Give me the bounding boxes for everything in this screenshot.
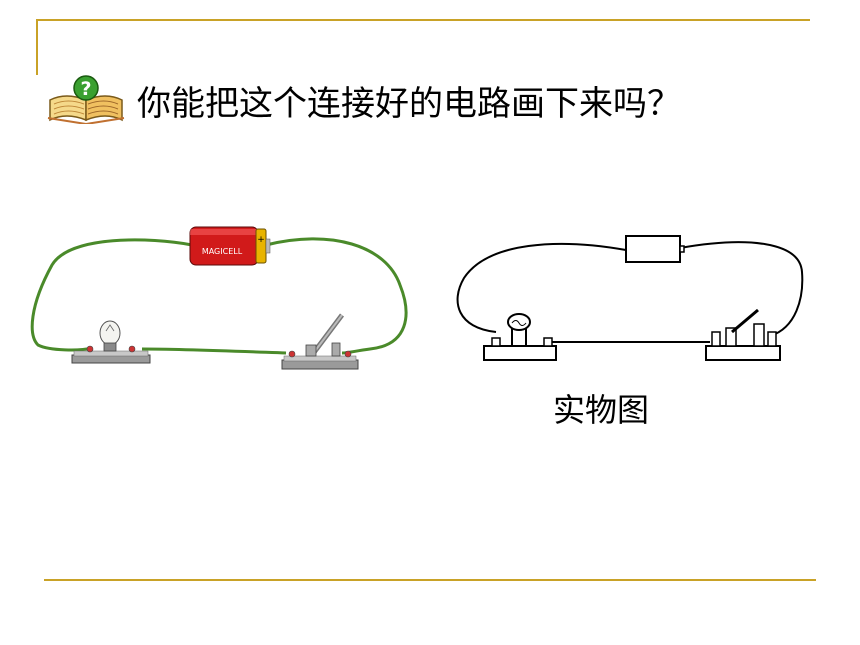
bottom-rule [44,579,816,581]
left-rule [36,19,38,75]
slide-title: 你能把这个连接好的电路画下来吗？ [137,84,681,124]
battery-plus-label: + [257,235,265,245]
wire-bottom [141,347,287,355]
svg-text:?: ? [80,78,91,100]
battery-outline [625,235,685,263]
figure-caption: 实物图 [553,391,650,429]
knife-switch [281,313,359,370]
battery-brand-label: MAGICELL [202,247,243,256]
book-question-icon: ? [47,75,125,124]
bulb-on-board [71,320,151,364]
battery: MAGICELL + [189,226,271,266]
top-rule [36,19,810,21]
circuit-line-drawing [456,235,804,361]
physical-circuit-illustration: MAGICELL + [30,226,408,370]
wire-left-outline [456,242,627,333]
wire-right [265,237,408,355]
bulb-outline [483,313,557,361]
wire-left [30,238,193,352]
switch-outline [705,308,781,361]
wire-right-outline [679,241,804,337]
